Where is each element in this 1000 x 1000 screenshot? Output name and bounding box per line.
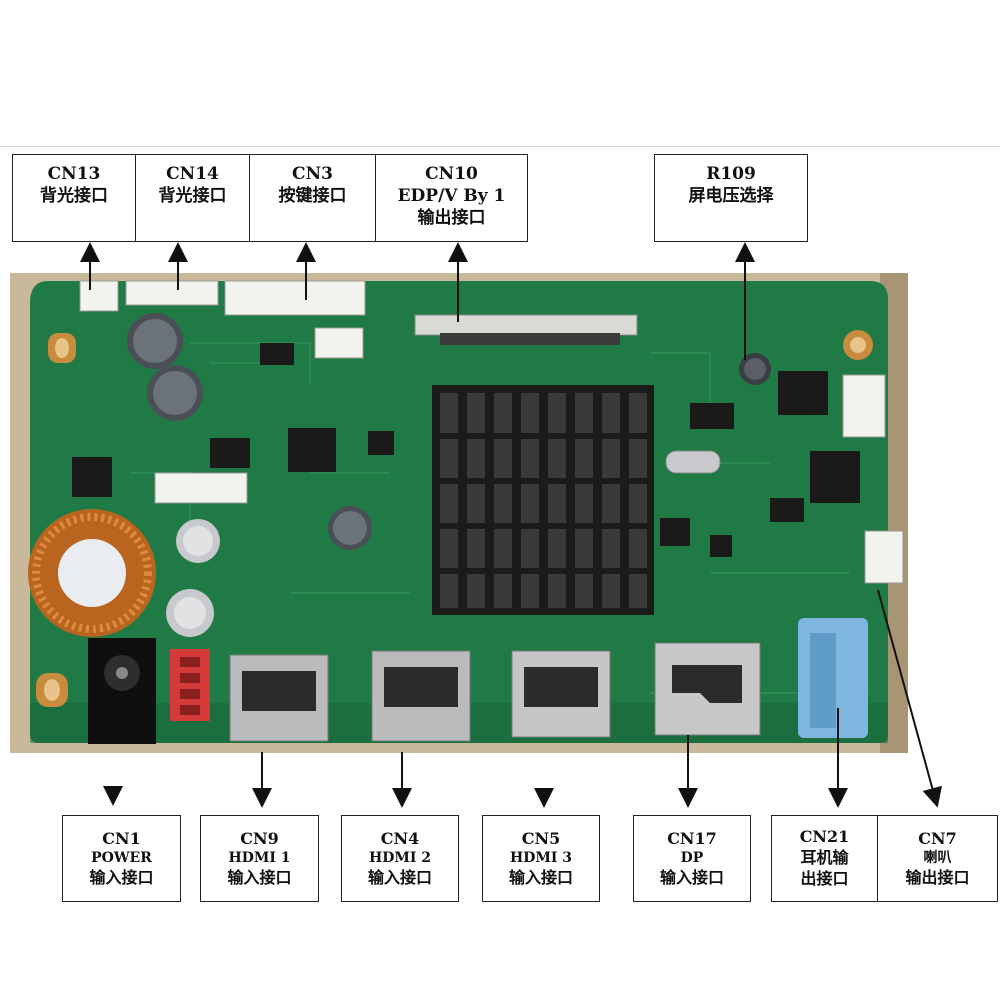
top-divider-line: [0, 146, 1000, 147]
label-r109-desc: 屏电压选择: [688, 186, 774, 207]
label-cn17-type: DP: [680, 850, 704, 867]
label-cn7: CN7 喇叭 输出接口: [877, 815, 998, 902]
label-cn1: CN1 POWER 输入接口: [62, 815, 181, 902]
label-cn10-code: CN10: [425, 164, 478, 184]
inductor-coil-icon: [28, 509, 156, 637]
label-cn5-type: HDMI 3: [509, 850, 573, 867]
label-cn1-type: POWER: [91, 850, 152, 867]
label-cn7-type: 喇叭: [923, 850, 952, 867]
label-cn1-code: CN1: [102, 828, 141, 848]
label-cn3-desc: 按键接口: [278, 186, 347, 207]
heatsink-icon: [432, 385, 654, 615]
label-cn4-code: CN4: [380, 828, 420, 848]
pcb-board-photo: [10, 273, 908, 753]
label-cn21: CN21 耳机输 出接口: [771, 815, 878, 902]
label-cn14: CN14 背光接口: [135, 154, 250, 242]
label-r109-code: R109: [706, 164, 756, 184]
label-cn7-code: CN7: [918, 828, 957, 848]
label-cn21-desc2: 出接口: [800, 868, 849, 888]
label-cn13: CN13 背光接口: [12, 154, 136, 242]
label-cn21-code: CN21: [799, 827, 850, 847]
label-cn5-desc: 输入接口: [508, 867, 573, 887]
label-cn17-desc: 输入接口: [659, 867, 724, 887]
label-r109: R109 屏电压选择: [654, 154, 808, 242]
label-cn21-desc: 耳机输: [800, 848, 849, 868]
label-cn17-code: CN17: [667, 828, 717, 848]
label-cn10-desc2: 输出接口: [417, 208, 486, 229]
label-cn9: CN9 HDMI 1 输入接口: [200, 815, 319, 902]
label-cn3: CN3 按键接口: [249, 154, 376, 242]
label-cn4-desc: 输入接口: [367, 867, 432, 887]
dc-jack-icon: [88, 638, 156, 744]
label-cn10: CN10 EDP/V By 1 输出接口: [375, 154, 528, 242]
dp-port-icon: [654, 642, 761, 736]
label-cn5-code: CN5: [521, 828, 561, 848]
label-cn14-code: CN14: [166, 164, 219, 184]
label-cn13-code: CN13: [47, 164, 101, 184]
label-cn4-type: HDMI 2: [368, 850, 432, 867]
label-cn14-desc: 背光接口: [158, 186, 227, 207]
hdmi-port-icon: [229, 650, 611, 742]
pcb-board-svg: [10, 273, 908, 753]
audio-jack-icon: [798, 618, 868, 738]
label-cn9-code: CN9: [240, 828, 279, 848]
label-cn7-desc: 输出接口: [905, 867, 970, 887]
label-cn4: CN4 HDMI 2 输入接口: [341, 815, 459, 902]
label-cn9-desc: 输入接口: [227, 867, 292, 887]
mounting-hole-icon: [36, 330, 873, 707]
label-cn3-code: CN3: [292, 164, 333, 184]
label-cn17: CN17 DP 输入接口: [633, 815, 751, 902]
label-cn1-desc: 输入接口: [89, 867, 154, 887]
label-cn9-type: HDMI 1: [228, 850, 291, 867]
capacitor-icon: [127, 313, 771, 637]
label-cn13-desc: 背光接口: [40, 186, 108, 207]
label-cn5: CN5 HDMI 3 输入接口: [482, 815, 600, 902]
label-cn10-desc: EDP/V By 1: [397, 186, 506, 207]
